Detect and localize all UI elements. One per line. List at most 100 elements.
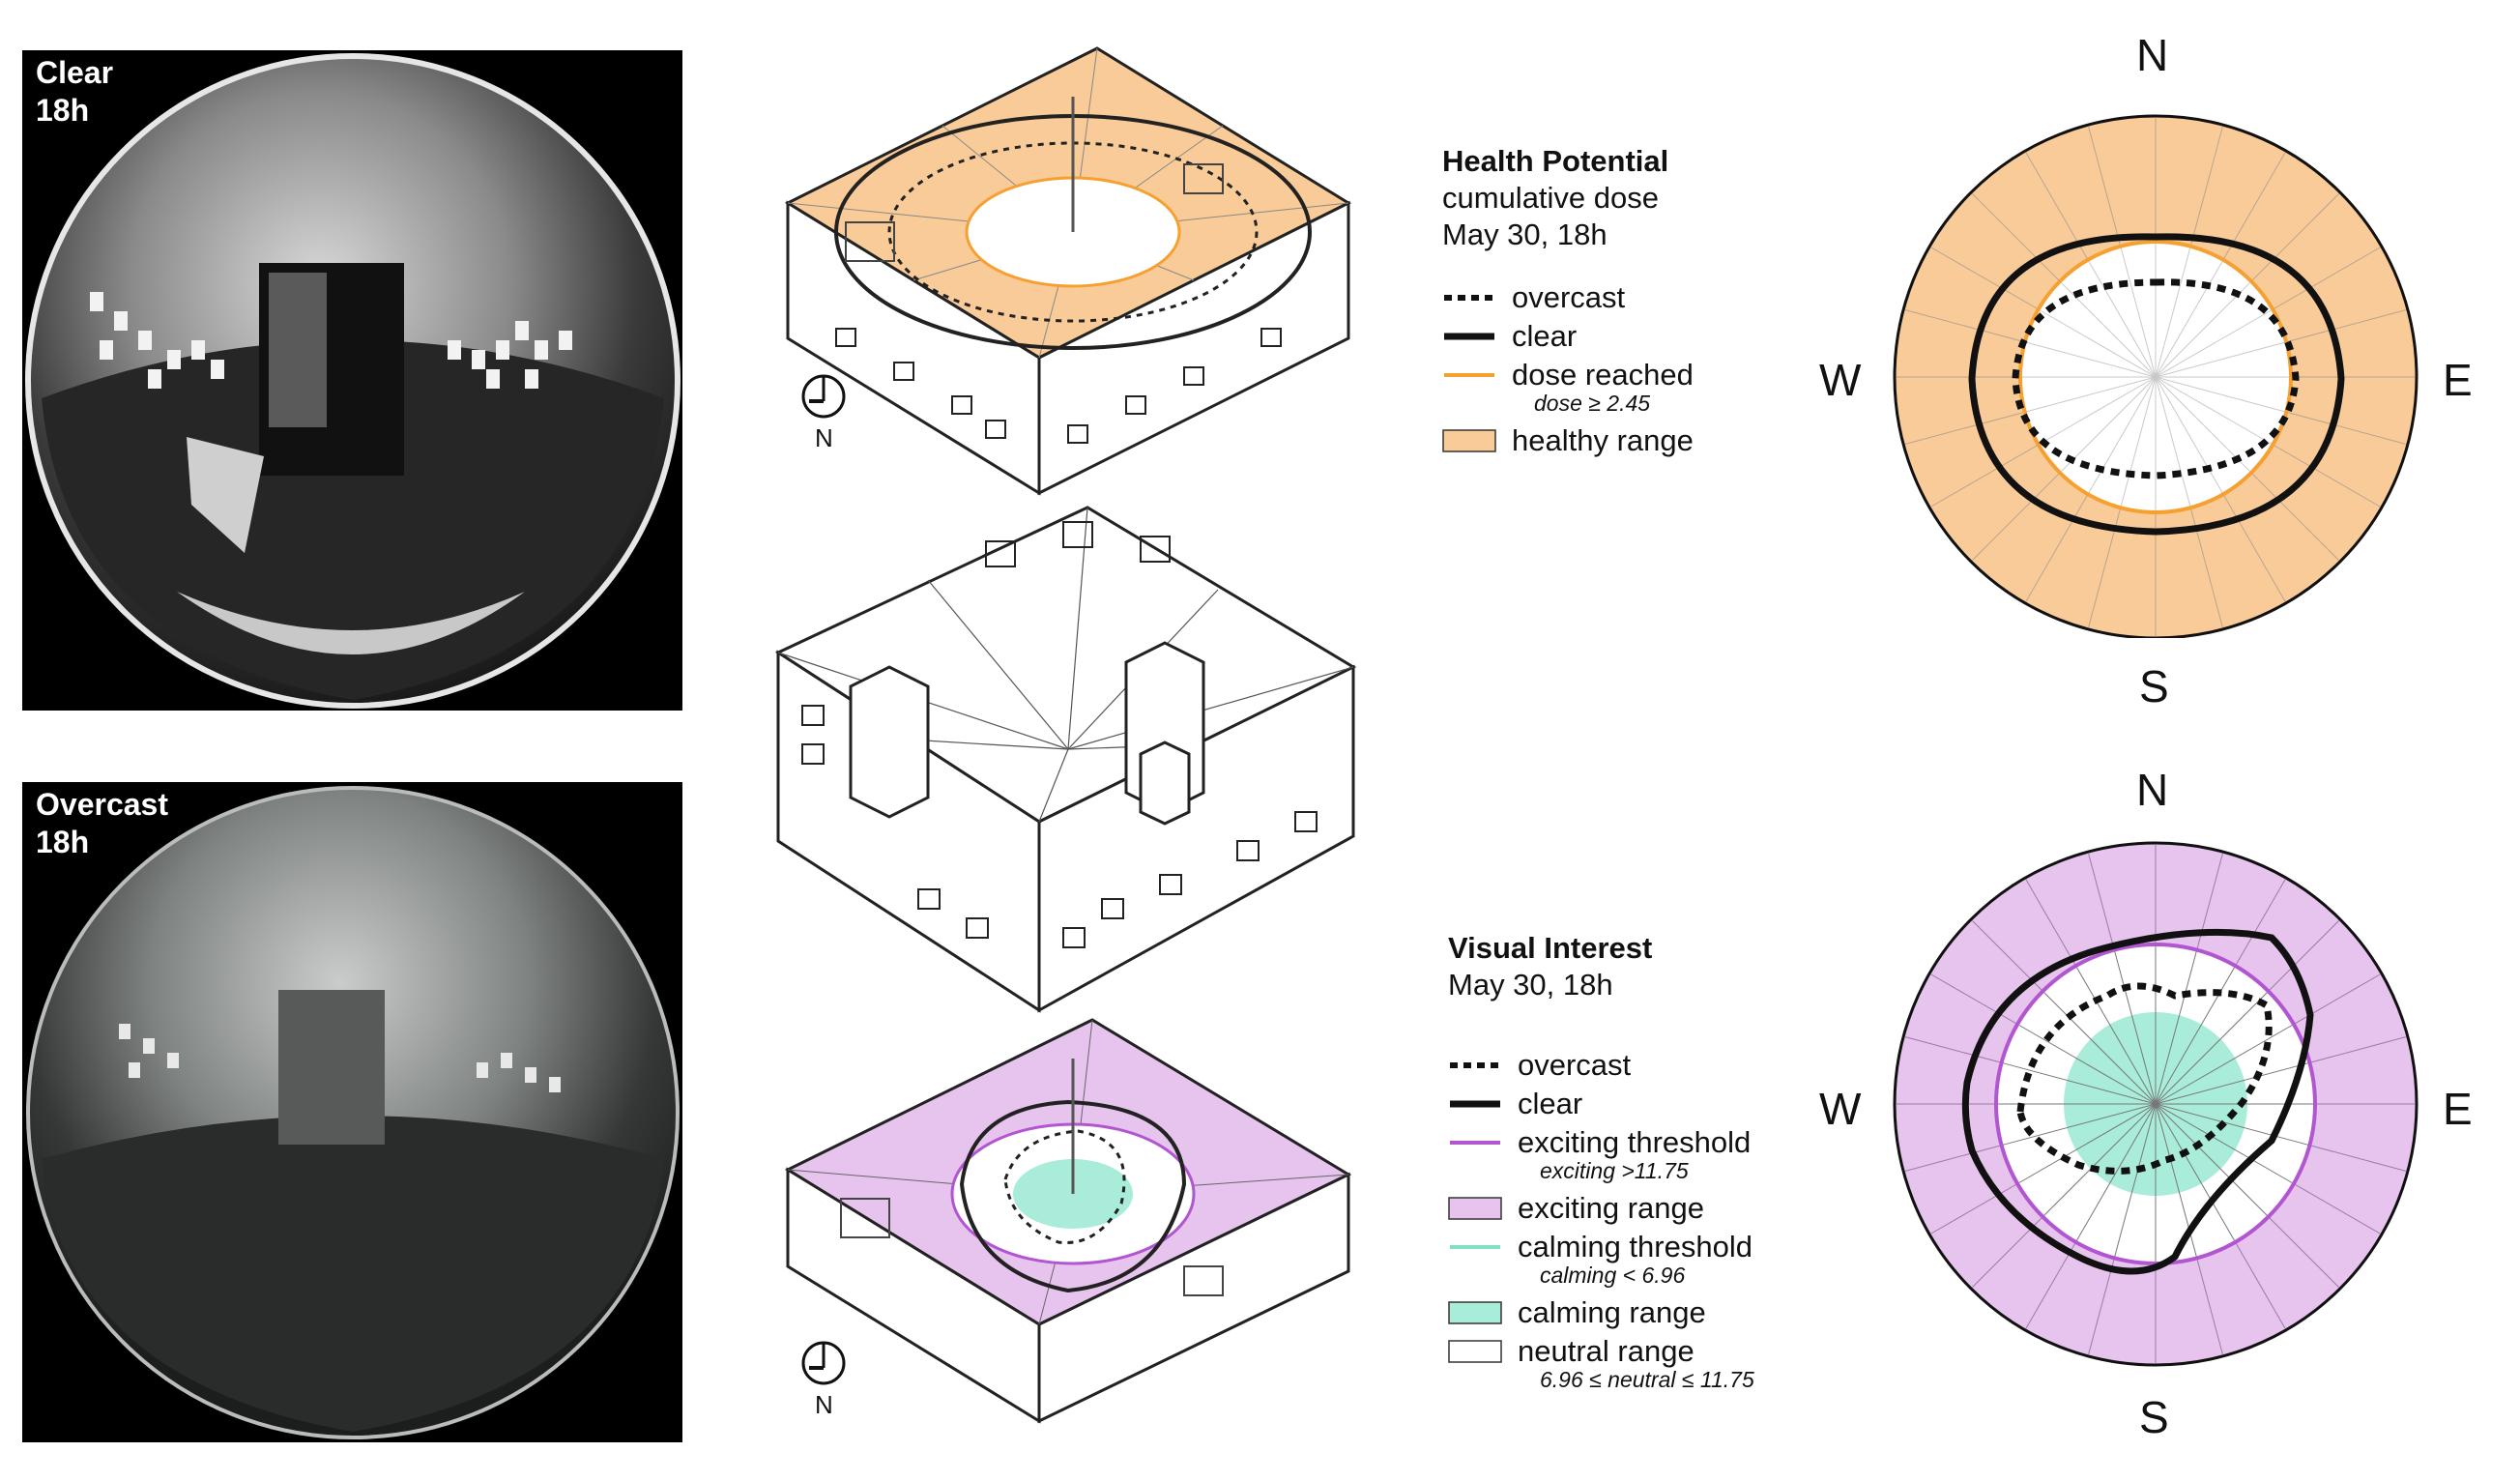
north-arrow-icon-bottom — [801, 1341, 846, 1385]
legend-item-exciting-range: exciting range — [1448, 1189, 1754, 1228]
legend-item-dose-reached: dose reached — [1442, 356, 1694, 394]
overcast-sky-render: Overcast 18h — [22, 782, 682, 1442]
health-compass-south: S — [2139, 661, 2169, 711]
legend-note-exciting: exciting >11.75 — [1540, 1158, 1689, 1183]
dotted-line-swatch — [1444, 295, 1494, 301]
overcast-caption: Overcast 18h — [36, 786, 168, 861]
legend-label-calming-range: calming range — [1518, 1295, 1706, 1329]
polar-spoke — [2018, 1025, 2157, 1105]
polar-spoke — [2155, 1103, 2235, 1241]
polar-spoke — [2120, 247, 2157, 378]
north-arrow-icon-top — [801, 374, 846, 419]
health-subtitle-dose: cumulative dose — [1442, 181, 1660, 215]
polar-spoke — [2155, 1103, 2293, 1183]
legend-label-overcast: overcast — [1512, 280, 1626, 314]
polar-spoke — [2155, 1103, 2268, 1216]
clear-sphere-image — [25, 53, 681, 709]
purple-line-swatch — [1450, 1141, 1500, 1145]
polar-spoke — [2040, 376, 2157, 445]
polar-spoke — [2155, 1062, 2308, 1105]
legend-item-clear: clear — [1442, 317, 1694, 356]
overcast-caption-sky: Overcast — [36, 787, 168, 822]
polar-spoke — [2076, 967, 2157, 1105]
solid-line-swatch — [1450, 1100, 1500, 1108]
polar-spoke — [2120, 376, 2157, 507]
polar-spoke — [2155, 341, 2285, 378]
legend-label-exciting-range: exciting range — [1518, 1191, 1705, 1225]
polar-spoke — [2043, 1103, 2157, 1216]
legend-item-calming-range: calming range — [1448, 1293, 1754, 1332]
visual-polar-chart — [1893, 841, 2419, 1367]
polar-spoke — [2114, 951, 2157, 1105]
legend-item-neutral-range: neutral range — [1448, 1332, 1754, 1371]
legend-label-healthy-range: healthy range — [1512, 423, 1694, 457]
polar-spoke — [2076, 1103, 2157, 1241]
polar-spoke — [2155, 376, 2223, 493]
health-title: Health Potential — [1442, 144, 1669, 178]
legend-label-exciting-threshold: exciting threshold — [1518, 1125, 1752, 1159]
teal-line-swatch — [1450, 1245, 1500, 1249]
dotted-line-swatch — [1450, 1062, 1500, 1068]
legend-item-calming-threshold: calming threshold — [1448, 1228, 1754, 1266]
north-label-bottom: N — [815, 1390, 833, 1419]
health-legend: Health Potential cumulative dose May 30,… — [1442, 143, 1694, 460]
legend-item-overcast: overcast — [1448, 1046, 1754, 1085]
visual-compass-west: W — [1819, 1084, 1862, 1134]
polar-spoke — [2043, 992, 2157, 1105]
white-fill-swatch — [1448, 1340, 1502, 1363]
polar-spoke — [2155, 951, 2197, 1105]
legend-label-calming-threshold: calming threshold — [1518, 1230, 1752, 1263]
polar-spoke — [2061, 376, 2157, 472]
polar-spoke — [2026, 341, 2157, 378]
polar-spoke — [2155, 376, 2250, 472]
visual-subtitle-date: May 30, 18h — [1448, 968, 1613, 1002]
north-label-top: N — [815, 423, 833, 452]
legend-note-dose: dose ≥ 2.45 — [1534, 391, 1651, 416]
overcast-sphere-image — [26, 786, 680, 1439]
purple-fill-swatch — [1448, 1197, 1502, 1220]
polar-spoke — [2040, 309, 2157, 378]
legend-note-neutral: 6.96 ≤ neutral ≤ 11.75 — [1540, 1367, 1754, 1392]
polar-spoke — [2003, 1103, 2157, 1146]
polar-spoke — [2155, 992, 2268, 1105]
orange-line-swatch — [1444, 373, 1494, 377]
polar-spoke — [2155, 247, 2191, 378]
visual-compass-north: N — [2136, 765, 2169, 815]
visual-legend: Visual Interest May 30, 18h overcast cle… — [1448, 930, 1754, 1398]
legend-label-overcast: overcast — [1518, 1048, 1632, 1082]
polar-spoke — [2088, 376, 2157, 493]
polar-spoke — [2018, 1103, 2157, 1183]
visual-compass-south: S — [2139, 1392, 2169, 1442]
clear-sky-render: Clear 18h — [22, 50, 682, 711]
legend-label-dose-reached: dose reached — [1512, 358, 1694, 392]
legend-item-clear: clear — [1448, 1085, 1754, 1123]
polar-spoke — [2155, 376, 2272, 445]
visual-title: Visual Interest — [1448, 931, 1653, 965]
polar-spoke — [2003, 1062, 2157, 1105]
polar-spoke — [2114, 1103, 2157, 1257]
overcast-caption-time: 18h — [36, 825, 90, 859]
building-interior-diagram — [774, 506, 1357, 1013]
clear-caption-time: 18h — [36, 93, 90, 128]
polar-spoke — [2155, 376, 2285, 413]
teal-fill-swatch — [1448, 1301, 1502, 1324]
clear-caption-sky: Clear — [36, 55, 114, 90]
health-compass-east: E — [2443, 355, 2473, 405]
visual-compass-east: E — [2443, 1084, 2473, 1134]
legend-item-exciting-threshold: exciting threshold — [1448, 1123, 1754, 1162]
polar-spoke — [2155, 309, 2272, 378]
orange-fill-swatch — [1442, 429, 1496, 452]
polar-spoke — [2088, 261, 2157, 378]
health-polar-chart — [1893, 114, 2419, 638]
health-subtitle-date: May 30, 18h — [1442, 218, 1608, 251]
polar-spoke — [2155, 1025, 2293, 1105]
legend-item-overcast: overcast — [1442, 278, 1694, 317]
legend-label-neutral-range: neutral range — [1518, 1334, 1694, 1368]
polar-spoke — [2155, 282, 2250, 378]
legend-note-calming: calming < 6.96 — [1540, 1263, 1686, 1288]
health-compass-north: N — [2136, 30, 2169, 80]
legend-label-clear: clear — [1518, 1087, 1583, 1120]
visual-isometric-diagram — [784, 1018, 1352, 1424]
solid-line-swatch — [1444, 333, 1494, 340]
polar-spoke — [2155, 1103, 2308, 1146]
